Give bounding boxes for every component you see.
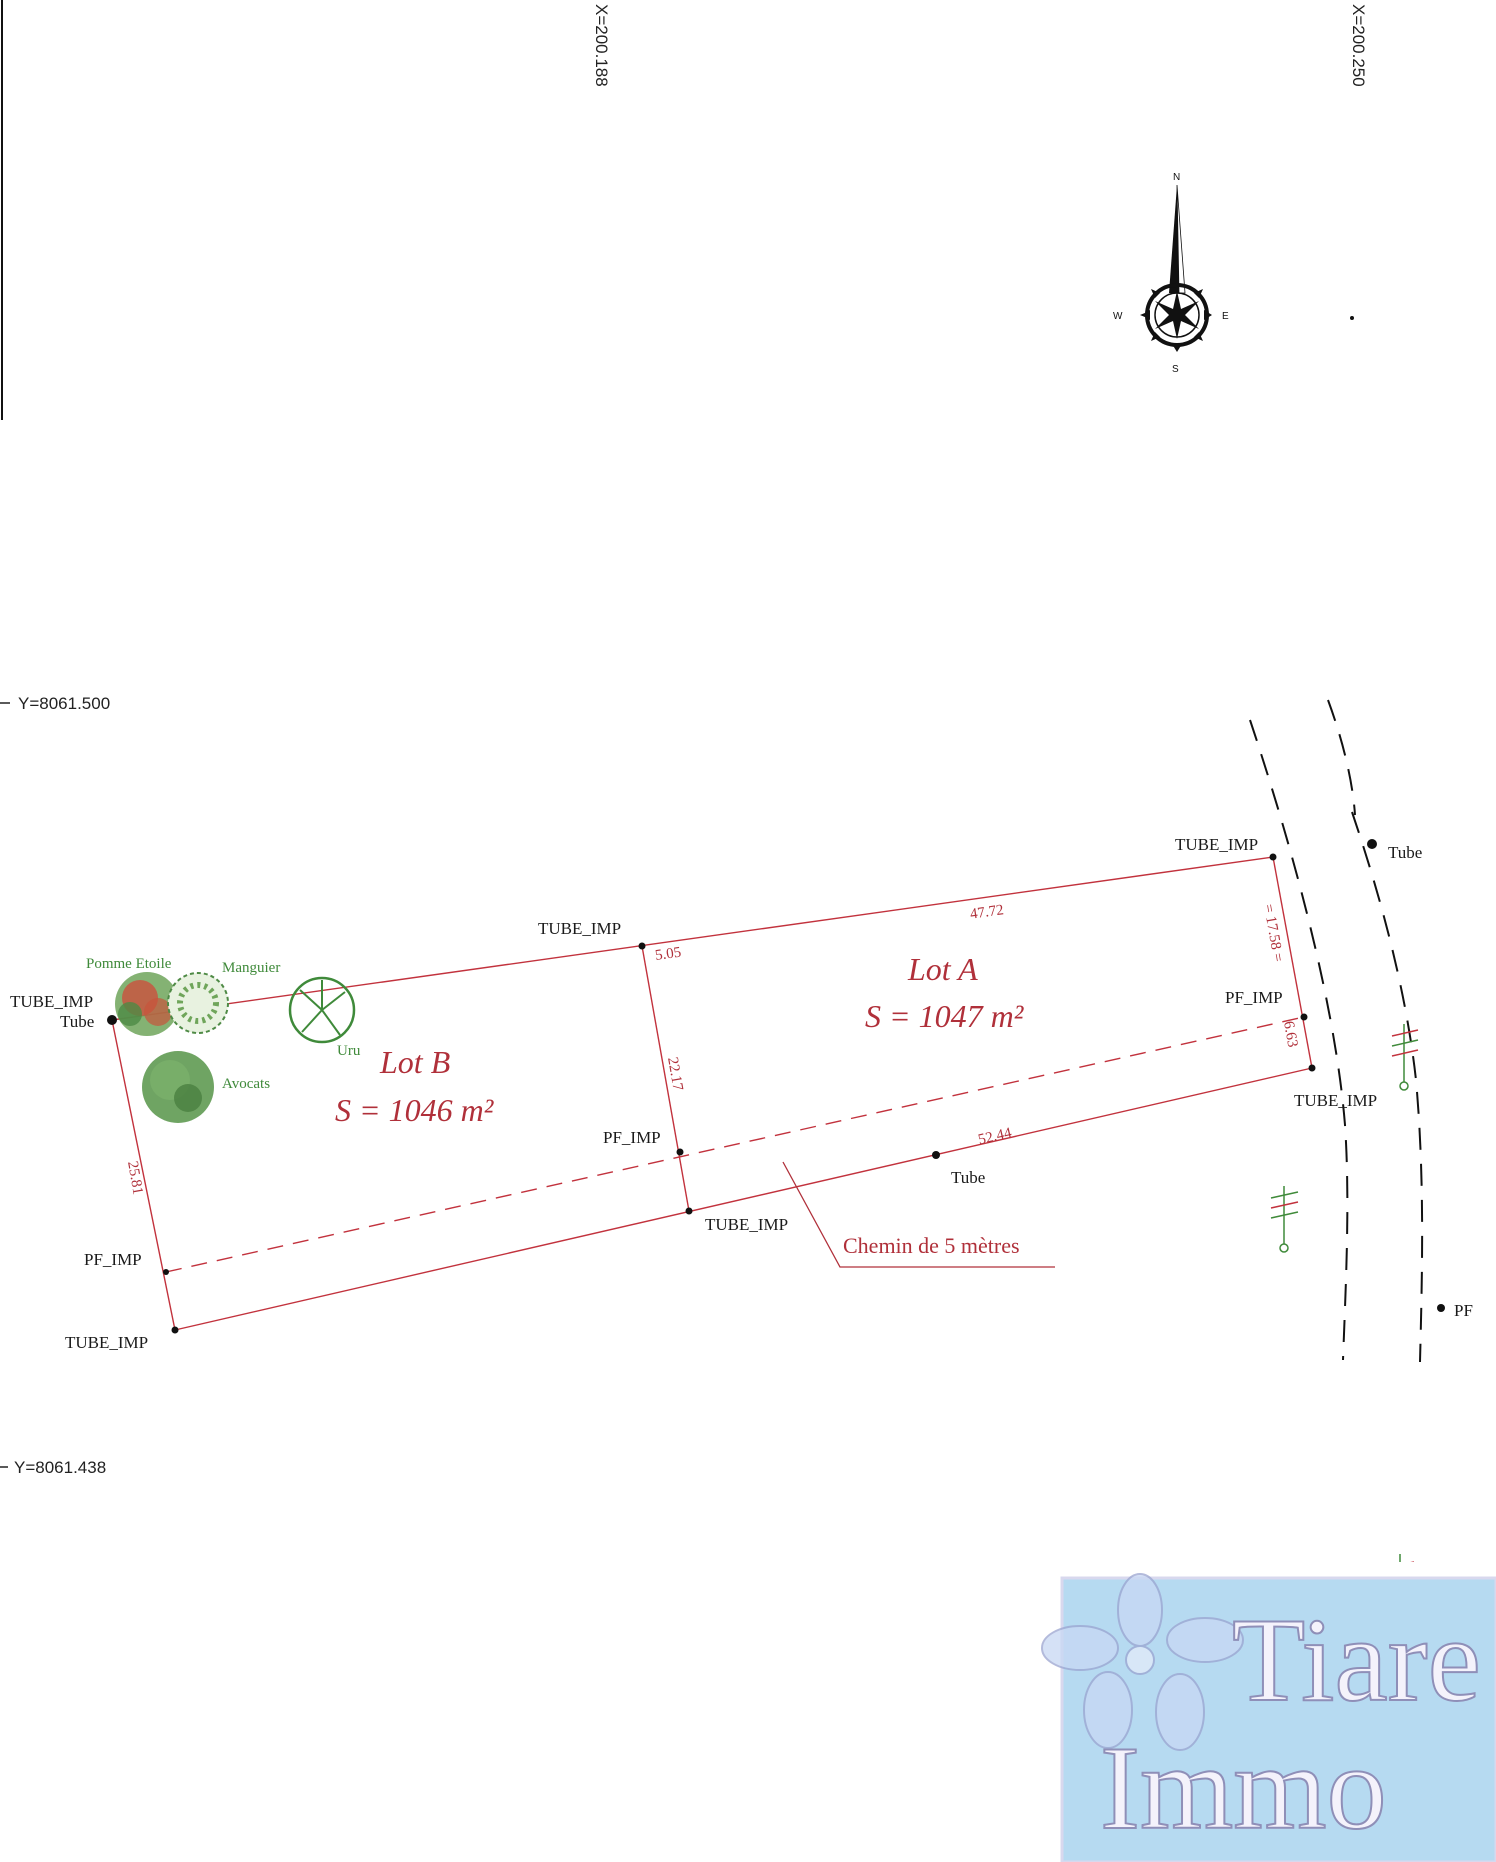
dim-top-mid: 5.05: [654, 945, 682, 964]
label-tube-imp-right: TUBE_IMP: [1294, 1091, 1377, 1110]
grid-y-bottom: Y=8061.438: [14, 1458, 106, 1477]
lot-b-area: S = 1046 m²: [335, 1092, 495, 1128]
point-pf-mid: [676, 1148, 684, 1156]
lot-divider: [641, 945, 690, 1212]
point-pf-left: [163, 1269, 169, 1275]
point-top-mid: [638, 942, 646, 950]
point-tube-left: [107, 1015, 117, 1025]
tiare-flower-icon: [1041, 1573, 1244, 1751]
grid-x-left: X=200.188: [592, 4, 611, 87]
compass-spike-ne: [1194, 289, 1203, 298]
tree-label-pomme-etoile: Pomme Etoile: [86, 956, 172, 972]
point-bottom-left: [171, 1326, 179, 1334]
label-tube-bottom: Tube: [951, 1168, 985, 1187]
point-bottom-right: [1308, 1064, 1316, 1072]
boundary-left: [111, 1019, 176, 1331]
point-pf-road: [1437, 1304, 1445, 1312]
label-pf-imp-right: PF_IMP: [1225, 988, 1283, 1007]
dim-right-lower: 6.63: [1280, 1020, 1300, 1049]
point-tube-road: [1367, 839, 1377, 849]
compass-star: [1155, 291, 1199, 339]
boundary-right: [1272, 856, 1313, 1069]
utility-pole-1: [1391, 1024, 1419, 1091]
compass-spike-sw: [1151, 332, 1160, 341]
label-tube-imp-left: TUBE_IMP: [10, 992, 93, 1011]
dim-right-upper: = 17.58 =: [1260, 903, 1286, 963]
logo-line2: Immo: [1100, 1721, 1387, 1854]
lot-b-name: Lot B: [379, 1044, 450, 1080]
boundary-top: [111, 856, 1274, 1021]
dim-left: 25.81: [124, 1160, 146, 1196]
label-pf-imp-mid: PF_IMP: [603, 1128, 661, 1147]
grid-y-top: Y=8061.500: [18, 694, 110, 713]
road-edge-left: [1249, 719, 1349, 1361]
label-tube-left: Tube: [60, 1012, 94, 1031]
logo-line1: Tiare: [1232, 1593, 1481, 1726]
chemin-line: [165, 1016, 1305, 1273]
label-tube-imp-bottom-mid: TUBE_IMP: [705, 1215, 788, 1234]
tiare-immo-logo: Tiare Immo: [1041, 1562, 1496, 1862]
lot-a-area: S = 1047 m²: [865, 998, 1025, 1034]
dim-top-right: 47.72: [969, 902, 1005, 923]
compass-s: S: [1172, 364, 1179, 375]
compass-n: N: [1173, 172, 1180, 183]
road-edge-right: [1327, 699, 1424, 1363]
dim-divider: 22.17: [664, 1056, 686, 1093]
tree-label-avocats: Avocats: [222, 1076, 270, 1092]
compass-rose: N S E W: [1113, 172, 1229, 375]
compass-w: W: [1113, 311, 1123, 322]
tree-manguier: [167, 972, 229, 1034]
dim-bottom-right: 52.44: [977, 1125, 1014, 1148]
compass-spike-se: [1194, 332, 1203, 341]
compass-spike-e: [1204, 310, 1212, 320]
compass-spike-nw: [1151, 289, 1160, 298]
compass-spike-w: [1142, 310, 1150, 320]
grid-x-right: X=200.250: [1349, 4, 1368, 87]
stray-dot: [1350, 316, 1354, 320]
tree-label-uru: Uru: [337, 1043, 361, 1059]
tree-avocats: [142, 1051, 214, 1123]
plot-boundaries: [111, 856, 1313, 1331]
label-pf-road: PF: [1454, 1301, 1473, 1320]
point-pf-right: [1300, 1013, 1308, 1021]
label-tube-imp-top-right: TUBE_IMP: [1175, 835, 1258, 854]
point-bottom-mid: [685, 1207, 693, 1215]
point-top-right: [1269, 853, 1277, 861]
label-tube-road: Tube: [1388, 843, 1422, 862]
compass-spike-s: [1172, 344, 1182, 352]
label-tube-imp-top-mid: TUBE_IMP: [538, 919, 621, 938]
label-tube-imp-bottom-left: TUBE_IMP: [65, 1333, 148, 1352]
chemin-label: Chemin de 5 mètres: [843, 1233, 1020, 1258]
boundary-bottom: [174, 1067, 1313, 1331]
point-tube-bottom: [932, 1151, 940, 1159]
compass-e: E: [1222, 311, 1229, 322]
chemin-leader: [782, 1161, 1055, 1268]
label-pf-imp-left: PF_IMP: [84, 1250, 142, 1269]
survey-points: [107, 839, 1445, 1334]
utility-pole-2: [1270, 1186, 1299, 1253]
tree-label-manguier: Manguier: [222, 960, 280, 976]
tree-pomme-etoile: [115, 972, 179, 1036]
lot-a-name: Lot A: [907, 951, 978, 987]
tree-uru: [288, 976, 356, 1044]
